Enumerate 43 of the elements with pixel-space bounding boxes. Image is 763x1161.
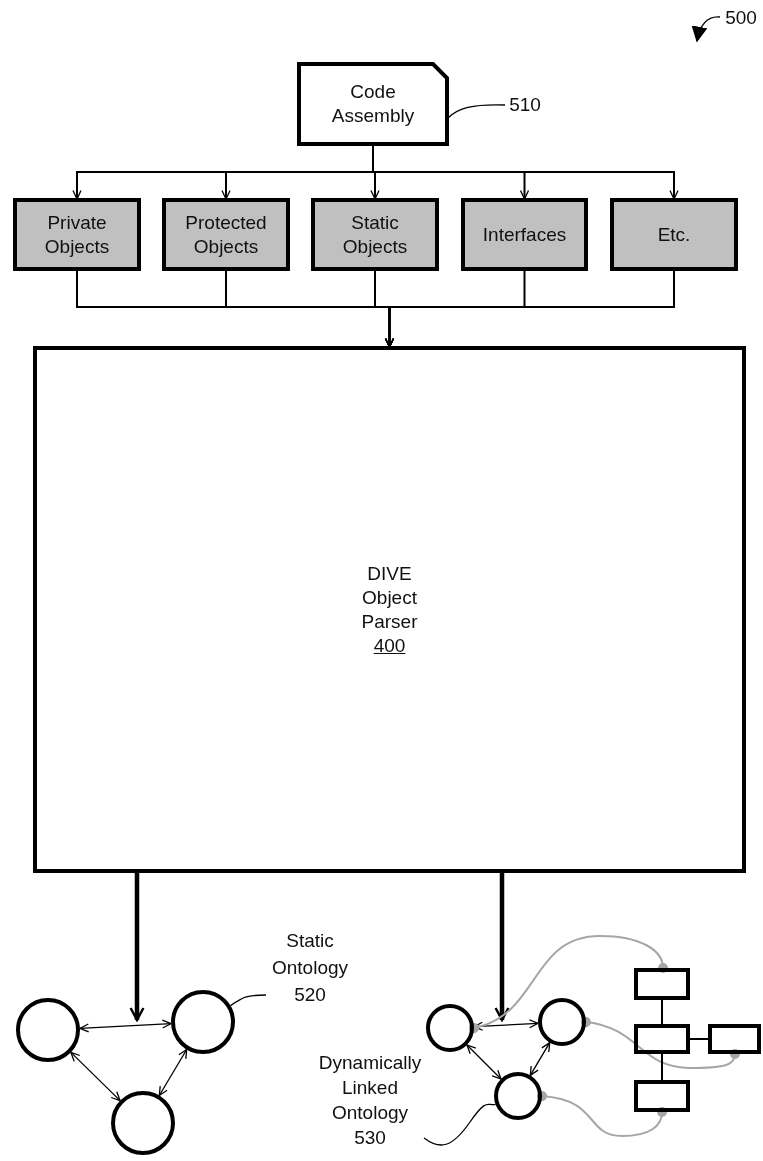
- node-label: Etc.: [656, 222, 692, 247]
- object-type-box: [162, 198, 290, 271]
- connector-line: [689, 1038, 709, 1040]
- node-label: Protected Objects: [184, 210, 268, 259]
- node-label: Static Objects: [341, 210, 409, 259]
- ontology-node-circle: [494, 1072, 542, 1120]
- connector-line: [661, 999, 663, 1025]
- object-type-box: [610, 198, 738, 271]
- ontology-node-circle: [171, 990, 235, 1054]
- component-box: [634, 1024, 690, 1054]
- callout-label: Static Ontology 520: [266, 927, 354, 1008]
- arrow: [79, 1019, 172, 1033]
- component-box: [634, 1080, 690, 1112]
- ontology-node-circle: [426, 1004, 474, 1052]
- ontology-node-circle: [16, 998, 80, 1062]
- reference-number: 510: [505, 93, 545, 117]
- ontology-node-circle: [111, 1091, 175, 1155]
- ontology-node-circle: [538, 998, 586, 1046]
- arrow: [158, 1048, 188, 1097]
- leader-line: [423, 1103, 497, 1146]
- connector-line: [661, 1053, 663, 1081]
- arrow: [372, 143, 679, 200]
- arrow: [529, 1041, 551, 1077]
- node-label: Code Assembly: [330, 80, 416, 128]
- component-box: [708, 1024, 761, 1054]
- object-type-box: [13, 198, 141, 271]
- node-label: DIVE Object Parser: [360, 561, 419, 634]
- arrow: [70, 1051, 121, 1102]
- arrow: [692, 16, 721, 43]
- callout-label: Dynamically Linked Ontology 530: [316, 1050, 424, 1150]
- parser-box: [33, 346, 746, 873]
- document-box: [297, 62, 449, 146]
- node-label: Private Objects: [43, 210, 111, 259]
- reference-number: 500: [721, 6, 761, 30]
- node-label: Interfaces: [481, 222, 568, 247]
- leader-line: [229, 994, 267, 1007]
- object-type-box: [311, 198, 439, 271]
- reference-number: 400: [373, 633, 406, 658]
- arrow: [466, 1044, 502, 1080]
- component-box: [634, 968, 690, 1000]
- arrow: [129, 871, 145, 1022]
- arrow: [494, 871, 510, 1022]
- object-type-box: [461, 198, 588, 271]
